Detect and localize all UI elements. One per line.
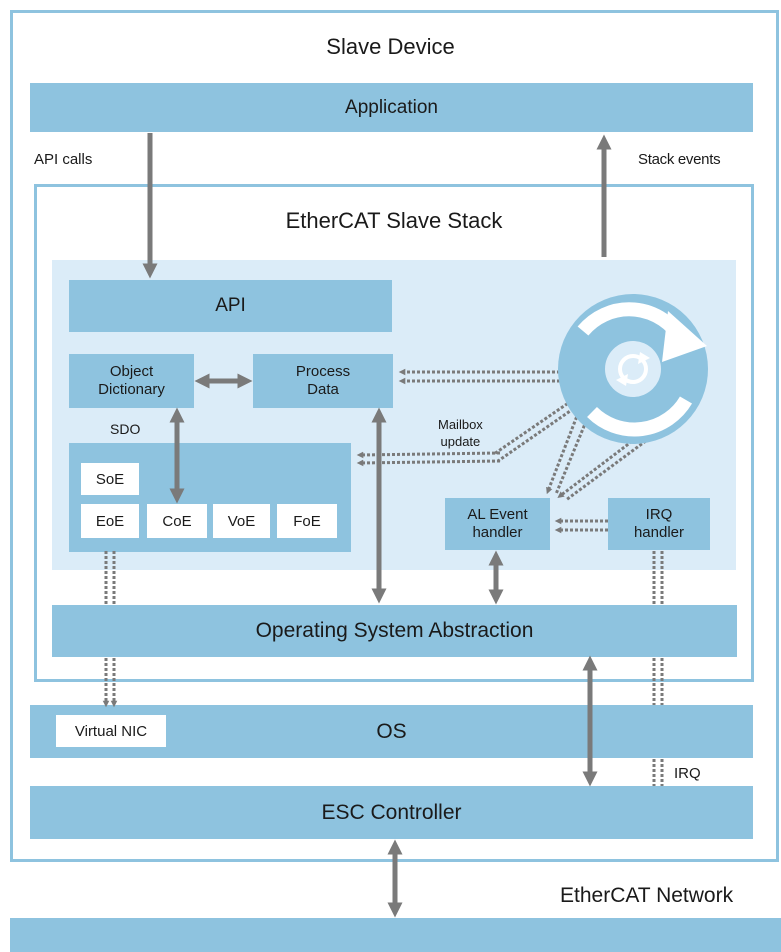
- mailbox-update-line2: update: [440, 434, 481, 449]
- soe-label: SoE: [95, 470, 125, 488]
- stack-title: EtherCAT Slave Stack: [285, 208, 503, 233]
- object-dictionary-line1: Object: [109, 363, 154, 380]
- soe-box: SoE: [81, 463, 139, 495]
- os-abstraction-block: Operating System Abstraction: [52, 605, 737, 657]
- sdo-label: SDO: [110, 421, 141, 437]
- foe-label: FoE: [293, 512, 321, 530]
- eoe-label: EoE: [95, 512, 125, 530]
- slave-device-title: Slave Device: [326, 34, 455, 59]
- coe-box: CoE: [147, 504, 207, 538]
- cycle-icon: [558, 294, 708, 444]
- foe-box: FoE: [277, 504, 337, 538]
- eoe-box: EoE: [81, 504, 139, 538]
- al-event-handler-line1: AL Event: [467, 506, 528, 523]
- os-label: OS: [376, 719, 407, 743]
- al-event-handler-line2: handler: [472, 524, 523, 541]
- voe-box: VoE: [213, 504, 270, 538]
- virtual-nic-box: Virtual NIC: [56, 715, 166, 747]
- object-dictionary-block: Object Dictionary: [69, 354, 194, 408]
- application-label: Application: [345, 96, 438, 118]
- network-bar: [10, 918, 781, 952]
- application-block: Application: [30, 83, 753, 132]
- esc-controller-block: ESC Controller: [30, 786, 753, 839]
- os-abstraction-label: Operating System Abstraction: [255, 619, 534, 642]
- process-data-line2: Data: [307, 381, 339, 398]
- esc-controller-label: ESC Controller: [321, 800, 462, 824]
- process-data-block: Process Data: [253, 354, 393, 408]
- irq-label: IRQ: [674, 765, 701, 782]
- mailbox-update-line1: Mailbox: [438, 417, 483, 432]
- api-calls-label: API calls: [34, 151, 93, 168]
- api-label: API: [215, 295, 246, 316]
- stack-frame: [34, 184, 754, 682]
- irq-handler-line2: handler: [633, 524, 685, 541]
- voe-label: VoE: [227, 512, 256, 530]
- virtual-nic-label: Virtual NIC: [74, 722, 148, 740]
- process-data-line1: Process: [295, 363, 351, 380]
- al-event-handler-block: AL Event handler: [445, 498, 550, 550]
- mailbox-update-label: Mailbox update: [438, 416, 483, 450]
- irq-handler-block: IRQ handler: [608, 498, 710, 550]
- irq-handler-line1: IRQ: [645, 506, 673, 523]
- coe-label: CoE: [162, 512, 192, 530]
- api-block: API: [69, 280, 392, 332]
- stack-events-label: Stack events: [638, 151, 721, 168]
- object-dictionary-line2: Dictionary: [98, 381, 165, 398]
- network-label: EtherCAT Network: [560, 884, 734, 907]
